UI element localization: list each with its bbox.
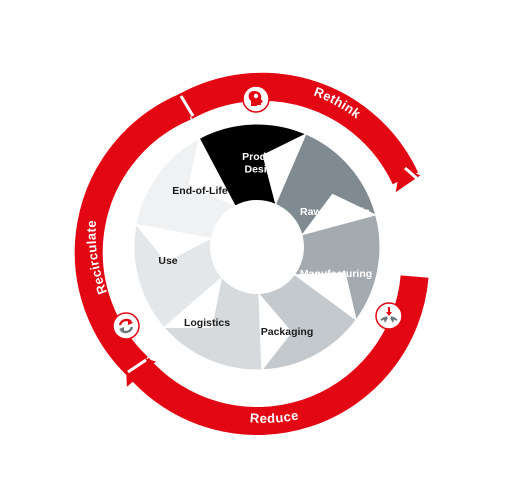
segment-label-line: Logistics (184, 317, 230, 329)
segment-label-line: Use (158, 255, 177, 267)
segment-label-end-of-life: End-of-Life (172, 185, 228, 197)
rethink-arc (178, 72, 419, 185)
ring-arcs (74, 72, 429, 436)
segment-label-raw-materials: Raw Materials (300, 206, 370, 218)
segment-label-line: Product (242, 151, 282, 163)
segment-label-line: End-of-Life (172, 185, 228, 197)
compress-arrows-icon (375, 302, 403, 330)
segment-label-use: Use (158, 255, 177, 267)
arc-separators (127, 95, 422, 374)
reduce-arc (127, 275, 429, 436)
segment-label-manufacturing: Manufacturing (300, 268, 372, 280)
segment-end-of-life (135, 137, 236, 239)
center-hub (210, 200, 304, 294)
segment-label-logistics: Logistics (184, 317, 230, 329)
segment-label-line: Packaging (261, 326, 314, 338)
recycle-arrows-icon (112, 312, 140, 340)
segment-use (133, 223, 223, 329)
reduce-label: Reduce (249, 407, 299, 425)
segment-label-line: Manufacturing (300, 268, 372, 280)
idea-head-icon (242, 85, 270, 113)
recirculate-arc (74, 93, 191, 378)
segment-label-packaging: Packaging (261, 326, 314, 338)
segment-label-line: Design (244, 163, 279, 175)
segment-label-line: Raw Materials (300, 206, 370, 218)
